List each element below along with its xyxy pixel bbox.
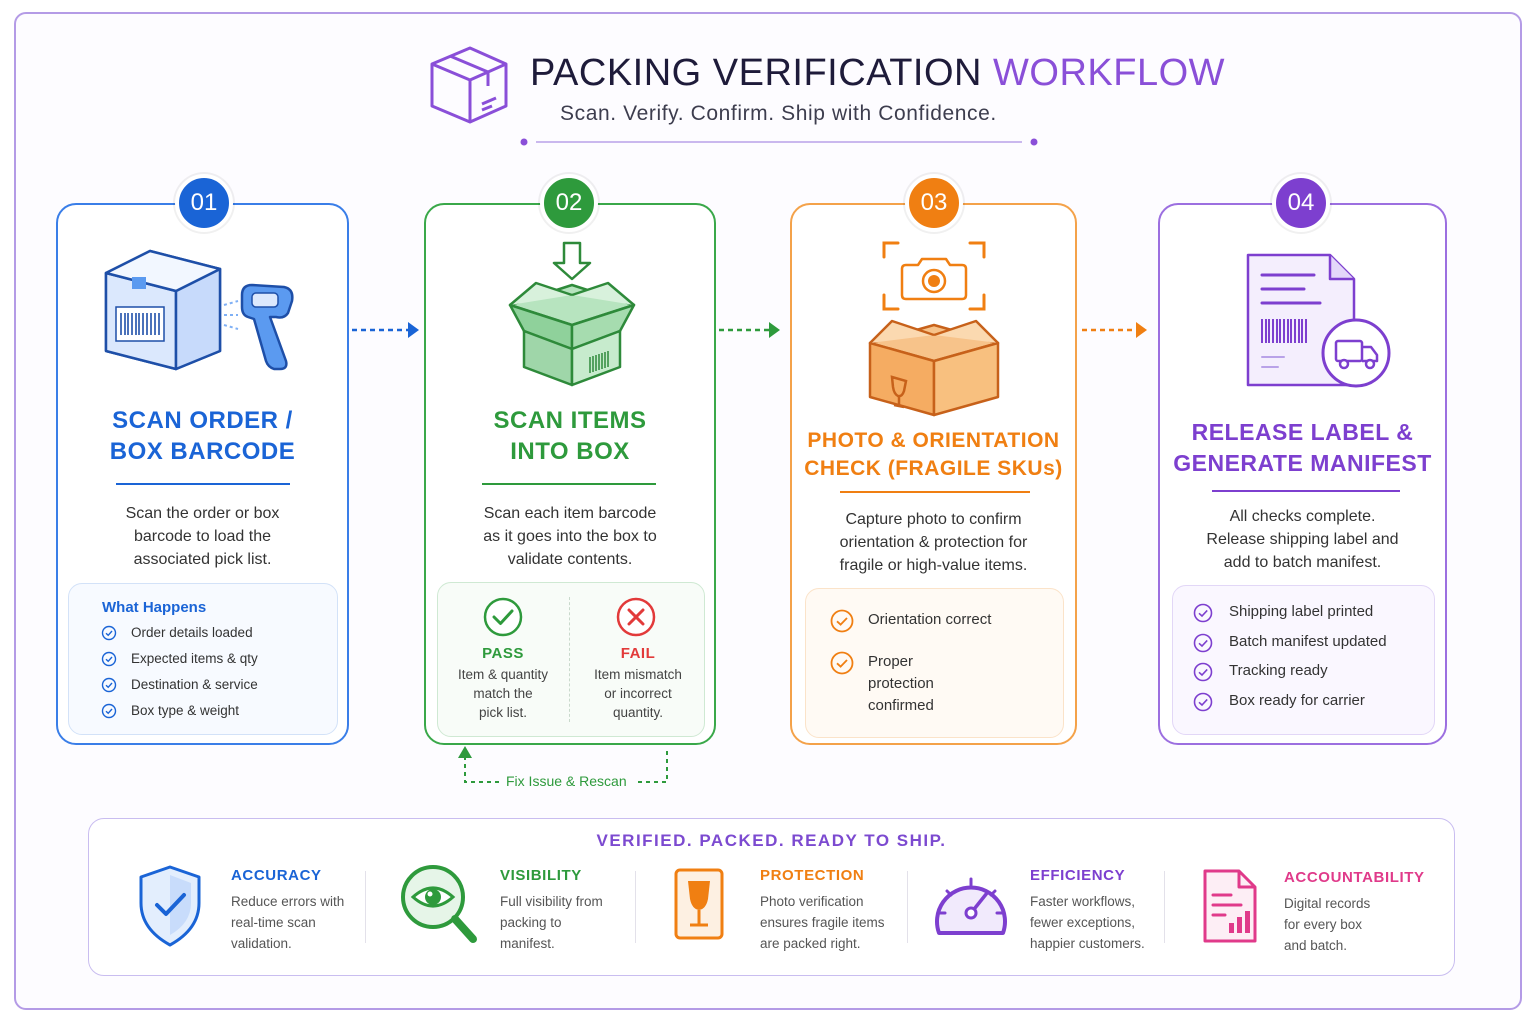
step-2-badge: 02 xyxy=(540,174,598,232)
benefit-divider xyxy=(907,871,908,943)
benefit-divider xyxy=(1164,871,1165,943)
fail-x-icon xyxy=(616,597,656,637)
step-card-scan-order: SCAN ORDER /BOX BARCODE Scan the order o… xyxy=(56,203,349,745)
open-box-icon xyxy=(508,241,636,387)
eye-magnifier-icon xyxy=(401,865,477,943)
check-circle-icon xyxy=(830,609,854,633)
fail-label: FAIL xyxy=(620,645,656,662)
list-item: Shipping label printed xyxy=(1193,603,1387,633)
page-title: PACKING VERIFICATION WORKFLOW xyxy=(530,52,1226,94)
check-circle-icon xyxy=(1193,603,1213,623)
pass-label: PASS xyxy=(482,645,524,662)
check-circle-icon xyxy=(830,651,854,675)
report-document-icon xyxy=(1203,869,1257,943)
step-3-badge: 03 xyxy=(905,174,963,232)
efficiency-title: EFFICIENCY xyxy=(1030,867,1126,884)
check-circle-icon xyxy=(101,677,117,693)
list-item: Orientation correct xyxy=(830,609,991,633)
list-item: Proper protection confirmed xyxy=(830,651,970,717)
accountability-title: ACCOUNTABILITY xyxy=(1284,869,1425,886)
benefit-divider xyxy=(635,871,636,943)
what-happens-panel: What Happens Order details loaded Expect… xyxy=(68,583,338,735)
list-item: Box type & weight xyxy=(101,703,258,729)
camera-box-icon xyxy=(868,241,1000,417)
speedometer-icon xyxy=(935,877,1007,935)
efficiency-text: Faster workflows,fewer exceptions,happie… xyxy=(1030,894,1145,951)
step-1-badge: 01 xyxy=(175,174,233,232)
pass-check-icon xyxy=(483,597,523,637)
page-subtitle: Scan. Verify. Confirm. Ship with Confide… xyxy=(560,102,997,125)
check-circle-icon xyxy=(101,703,117,719)
step-1-divider xyxy=(116,483,290,485)
check-circle-icon xyxy=(1193,633,1213,652)
list-item: Order details loaded xyxy=(101,625,258,651)
flow-arrow-3 xyxy=(1082,322,1147,338)
flow-arrow-2 xyxy=(719,322,780,338)
pass-fail-divider xyxy=(569,597,570,722)
accuracy-title: ACCURACY xyxy=(231,867,322,884)
check-circle-icon xyxy=(1193,662,1213,682)
list-item: Box ready for carrier xyxy=(1193,692,1387,722)
list-item: Destination & service xyxy=(101,677,258,703)
what-happens-title: What Happens xyxy=(102,599,207,616)
check-circle-icon xyxy=(101,625,117,641)
step-3-divider xyxy=(840,491,1030,493)
rescan-loop-arrow xyxy=(458,746,668,783)
photo-check-panel: Orientation correct Proper protection co… xyxy=(805,588,1064,738)
list-item: Expected items & qty xyxy=(101,651,258,677)
shield-check-icon xyxy=(139,865,201,947)
header-divider xyxy=(520,138,1038,146)
rescan-loop-label: Fix Issue & Rescan xyxy=(506,773,627,789)
benefit-divider xyxy=(365,871,366,943)
flow-arrow-1 xyxy=(352,322,419,338)
step-1-title: SCAN ORDER /BOX BARCODE xyxy=(109,407,296,466)
fragile-glass-icon xyxy=(674,868,724,940)
benefits-heading: VERIFIED. PACKED. READY TO SHIP. xyxy=(596,831,947,850)
check-circle-icon xyxy=(1193,692,1213,711)
check-circle-icon xyxy=(101,651,117,667)
step-4-divider xyxy=(1212,490,1400,492)
step-4-title: RELEASE LABEL &GENERATE MANIFEST xyxy=(1173,419,1432,476)
step-2-divider xyxy=(482,483,656,485)
protection-title: PROTECTION xyxy=(760,867,865,884)
release-checklist-panel: Shipping label printed Batch manifest up… xyxy=(1172,585,1435,735)
visibility-title: VISIBILITY xyxy=(500,867,582,884)
step-4-badge: 04 xyxy=(1272,174,1330,232)
step-4-description: All checks complete.Release shipping lab… xyxy=(1206,508,1399,571)
step-card-release-label: RELEASE LABEL &GENERATE MANIFEST All che… xyxy=(1158,203,1447,745)
manifest-truck-icon xyxy=(1246,253,1391,388)
list-item: Batch manifest updated xyxy=(1193,633,1387,663)
list-item: Tracking ready xyxy=(1193,662,1387,692)
barcode-scanner-box-icon xyxy=(104,249,294,371)
package-box-icon xyxy=(430,46,508,124)
benefits-panel: VERIFIED. PACKED. READY TO SHIP. ACCURAC… xyxy=(88,818,1455,976)
